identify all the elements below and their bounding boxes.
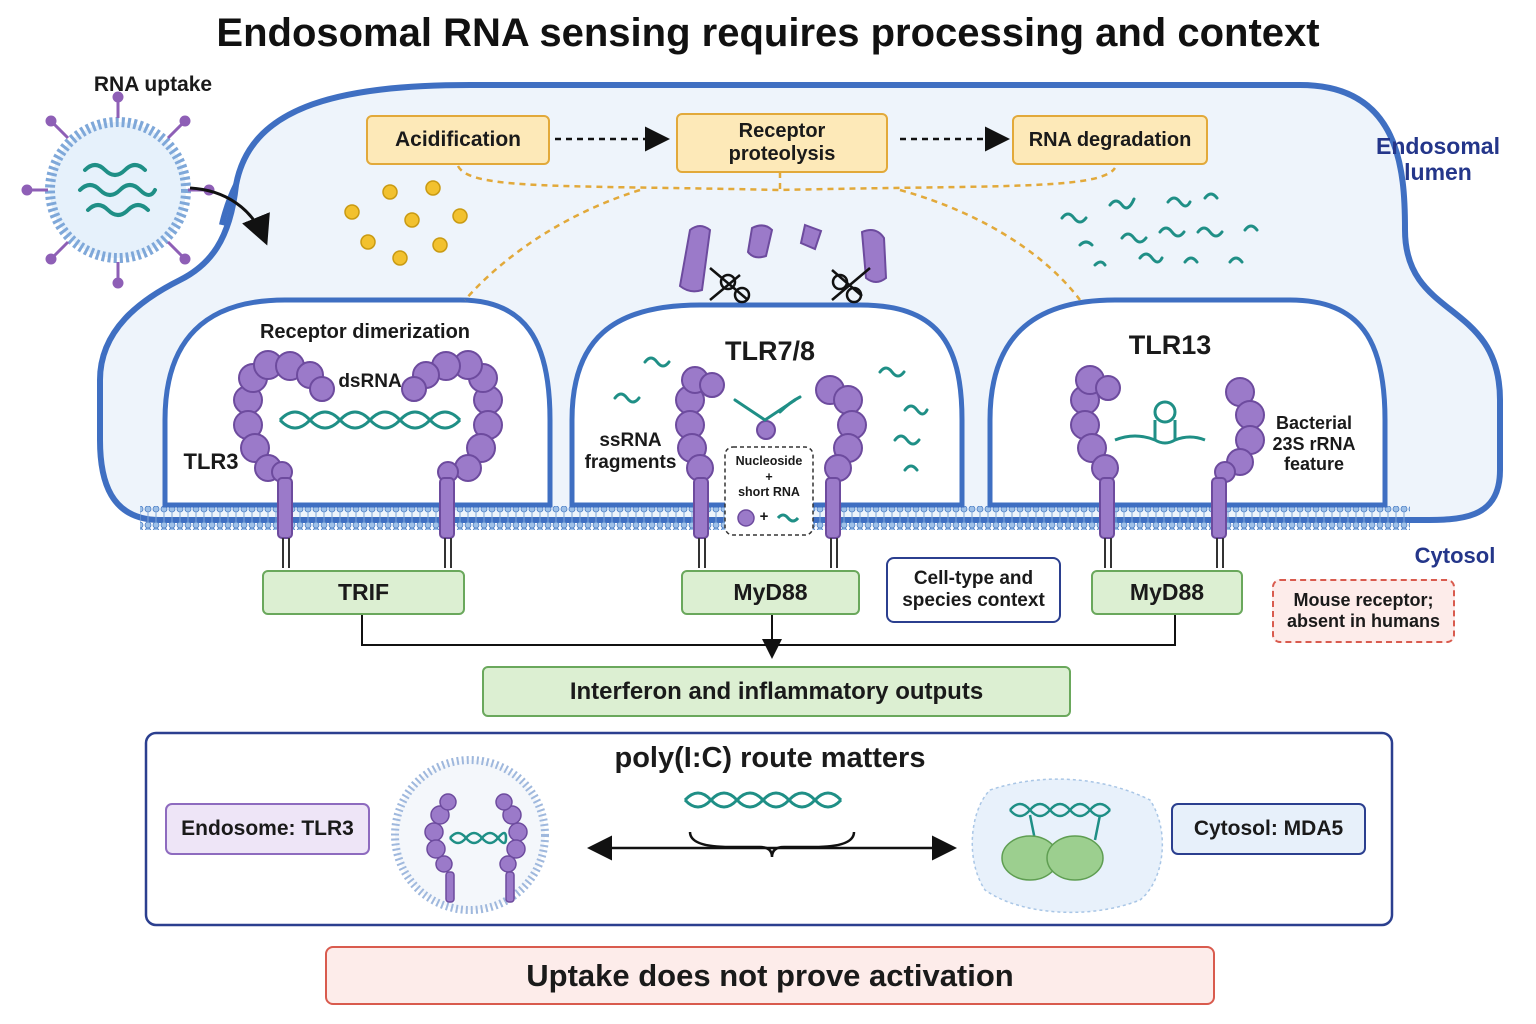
page-title: Endosomal RNA sensing requires processin… bbox=[216, 11, 1320, 55]
endosome-mini bbox=[391, 756, 549, 914]
dsrna-label: dsRNA bbox=[338, 371, 402, 392]
tlr78-label: TLR7/8 bbox=[724, 336, 816, 366]
rna-uptake-label: RNA uptake bbox=[93, 73, 213, 96]
mouse-receptor-note: Mouse receptor; absent in humans bbox=[1272, 579, 1455, 643]
tlr78-compartment bbox=[569, 302, 965, 508]
cytosol-label: Cytosol bbox=[1414, 543, 1496, 568]
tlr3-label: TLR3 bbox=[183, 449, 239, 474]
ssrna-fragments-label: ssRNA fragments bbox=[584, 430, 677, 473]
uptake-arrow bbox=[189, 186, 270, 246]
polyic-title: poly(I:C) route matters bbox=[614, 742, 926, 774]
rna-vesicle bbox=[21, 91, 215, 289]
plus-label: + bbox=[759, 508, 769, 525]
trif-label: TRIF bbox=[337, 579, 390, 606]
cytosol-mda5-label: Cytosol: MDA5 bbox=[1171, 803, 1366, 855]
tlr13-label: TLR13 bbox=[1128, 330, 1212, 360]
trif-adaptor: TRIF bbox=[262, 570, 465, 615]
myd88-adaptor-left: MyD88 bbox=[681, 570, 860, 615]
bacterial-feature-label: Bacterial 23S rRNA feature bbox=[1272, 413, 1356, 475]
nucleoside-label: Nucleoside + short RNA bbox=[735, 454, 803, 500]
receptor-dimerization-label: Receptor dimerization bbox=[259, 321, 471, 343]
outputs-box: Interferon and inflammatory outputs bbox=[482, 666, 1071, 717]
scissors-icon bbox=[709, 267, 871, 304]
endosomal-lumen-label: Endosomal lumen bbox=[1376, 133, 1500, 186]
cytosol-mini bbox=[971, 778, 1163, 914]
footer-note: Uptake does not prove activation bbox=[325, 946, 1215, 1005]
rna-degradation-step: RNA degradation bbox=[1012, 115, 1208, 165]
myd88-adaptor-right: MyD88 bbox=[1091, 570, 1243, 615]
acidification-step: Acidification bbox=[366, 115, 550, 165]
receptor-proteolysis-step: Receptor proteolysis bbox=[676, 113, 888, 173]
endosome-tlr3-label: Endosome: TLR3 bbox=[165, 803, 370, 855]
context-box: Cell-type and species context bbox=[886, 557, 1061, 623]
